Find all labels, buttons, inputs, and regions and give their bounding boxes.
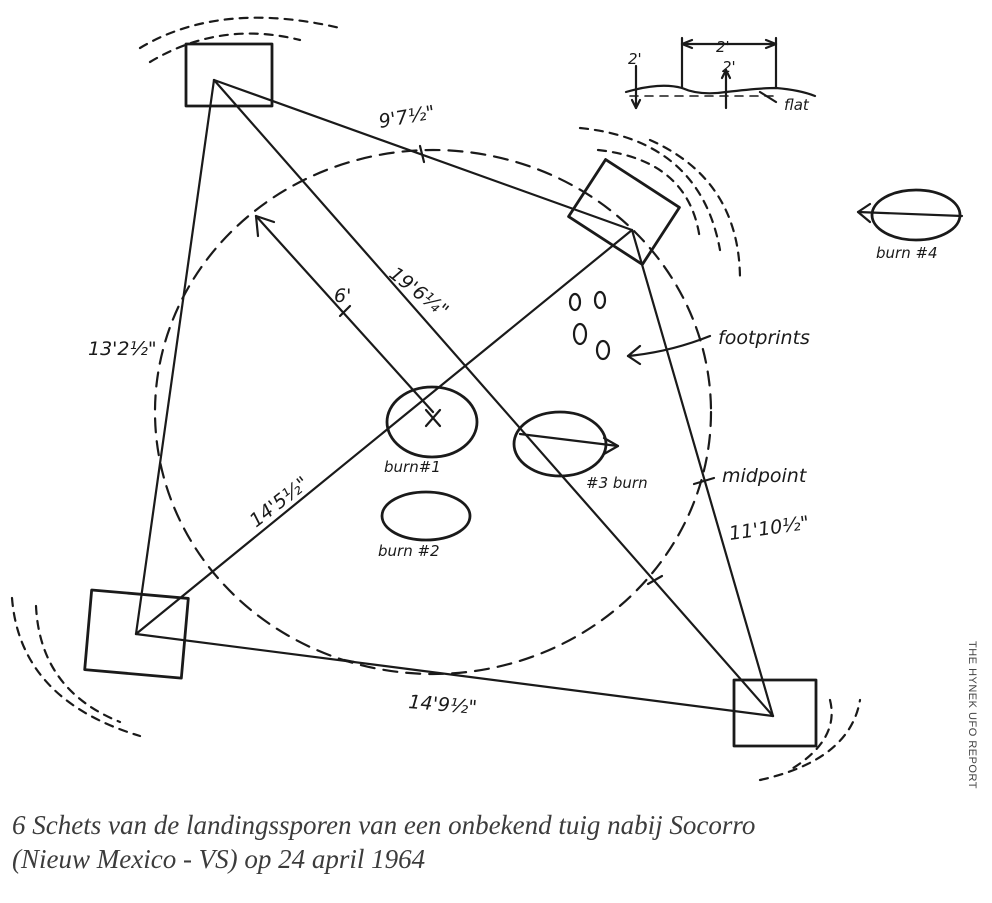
label-midpoint: midpoint [722,465,808,487]
inset-cross-section [624,36,817,110]
landing-site-sketch: 9'7½" 19'6¼" 13'2½" 6' 14'5½" 14'9½" 11'… [10,16,964,782]
tick-midpoint [692,476,716,486]
footprints [568,290,611,361]
label-diagonal-short: 14'5½" [246,472,314,532]
burn-3-arrow [518,432,620,448]
radius-arrowhead [254,214,276,238]
caption-line-2: (Nieuw Mexico - VS) op 24 april 1964 [12,844,426,874]
tick-dashed-arrow [342,658,356,664]
pad-top-left [184,42,274,108]
figure-caption: 6 Schets van de landingssporen van een o… [12,808,952,876]
burn-3-mark [512,410,608,478]
label-footprints: footprints [718,327,810,349]
label-burn-1: burn#1 [384,458,441,476]
label-radius: 6' [334,285,351,307]
burn-3-arrowhead [602,436,620,456]
diagonal-short [134,228,634,636]
pad-arcs [10,16,862,782]
label-top-side: 9'7½" [377,101,437,132]
label-left-side: 13'2½" [88,338,157,360]
inset-depth-center-label: 2' [722,58,736,76]
label-burn-3: #3 burn [586,474,648,492]
burn-4-arrow [856,210,964,218]
tick-diagonal [646,574,664,586]
footprints-arrow [626,334,712,358]
side-right [630,228,775,718]
pad-bottom-left [83,588,190,680]
tick-top-side [418,144,426,164]
footprints-arrowhead [626,344,642,366]
tick-radius [338,304,352,318]
side-bottom [134,632,775,718]
burn-4-arrowhead [856,202,872,224]
label-bottom-side: 14'9½" [408,691,478,719]
radius-line [254,214,435,414]
label-burn-4: burn #4 [876,244,938,262]
inset-depth-left-label: 2' [628,50,642,68]
burn-1-mark [385,385,479,459]
inset-flat-label: flat [784,96,810,114]
photo-credit: THE HYNEK UFO REPORT [962,630,982,800]
side-left [134,78,216,636]
dashed-radius-circle [153,148,713,676]
inset-width-label: 2' [716,38,730,56]
photo-credit-text: THE HYNEK UFO REPORT [966,641,978,789]
pad-top-right [567,158,681,266]
pad-bottom-right [732,678,818,748]
label-right-side: 11'10½" [728,512,811,545]
burn-1-x [424,408,442,428]
caption-line-1: 6 Schets van de landingssporen van een o… [12,810,756,840]
burn-2-mark [380,490,472,542]
label-burn-2: burn #2 [378,542,440,560]
diagonal-long [212,78,775,718]
